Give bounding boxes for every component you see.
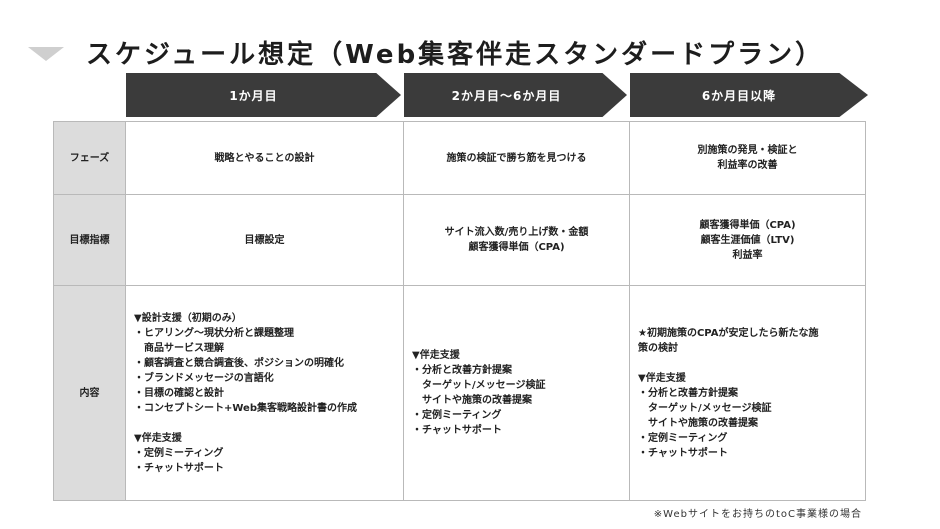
row-header-content: 内容: [53, 285, 126, 501]
table-row-content: 内容 ▼設計支援（初期のみ）・ヒアリング〜現状分析と課題整理 商品サービス理解・…: [53, 285, 866, 501]
cell-line: ターゲット/メッセージ検証: [638, 402, 772, 414]
cell-line: ・目標の確認と設計: [134, 387, 224, 399]
cell-line: サイト流入数/売り上げ数・金額: [444, 227, 589, 238]
cell-line: 顧客獲得単価（CPA): [699, 219, 796, 231]
phase-arrow-1: 1か月目: [126, 73, 401, 117]
triangle-down-icon: [28, 47, 64, 61]
cell-line: ・ブランドメッセージの言語化: [134, 372, 274, 384]
cell-line: 施策の検証で勝ち筋を見つける: [446, 152, 587, 164]
cell-phase-month2-6: 施策の検証で勝ち筋を見つける: [403, 121, 630, 195]
table-row-kpi: 目標指標 目標設定 サイト流入数/売り上げ数・金額顧客獲得単価（CPA) 顧客獲…: [53, 194, 866, 286]
line-gap: [134, 416, 395, 431]
cell-line: 策の検討: [638, 342, 678, 354]
cell-line: ・定例ミーティング: [412, 410, 502, 421]
cell-kpi-month2-6: サイト流入数/売り上げ数・金額顧客獲得単価（CPA): [403, 194, 630, 286]
cell-line: ・顧客調査と競合調査後、ポジションの明確化: [134, 357, 344, 369]
cell-line: 商品サービス理解: [134, 342, 224, 354]
table-row-phase: フェーズ 戦略とやることの設計 施策の検証で勝ち筋を見つける 別施策の発見・検証…: [53, 121, 866, 195]
cell-line: ▼伴走支援: [134, 432, 182, 444]
line-gap: [638, 356, 857, 371]
cell-content-month6plus: ★初期施策のCPAが安定したら新たな施策の検討 ▼伴走支援・分析と改善方針提案 タ…: [629, 285, 866, 501]
cell-line: ▼伴走支援: [638, 372, 686, 384]
cell-line: ▼伴走支援: [412, 350, 460, 361]
cell-line: 利益率の改善: [717, 160, 778, 171]
cell-kpi-month6plus: 顧客獲得単価（CPA) 顧客生涯価値（LTV) 利益率: [629, 194, 866, 286]
cell-line: 戦略とやることの設計: [214, 152, 315, 164]
cell-phase-month1: 戦略とやることの設計: [125, 121, 404, 195]
cell-content-month2-6: ▼伴走支援・分析と改善方針提案 ターゲット/メッセージ検証 サイトや施策の改善提…: [403, 285, 630, 501]
cell-line: ・分析と改善方針提案: [638, 387, 738, 399]
footnote: ※Webサイトをお持ちのtoC事業様の場合: [653, 509, 862, 520]
cell-line: ターゲット/メッセージ検証: [412, 380, 546, 391]
cell-line: サイトや施策の改善提案: [412, 395, 532, 406]
cell-line: 顧客獲得単価（CPA): [468, 242, 565, 253]
cell-content-month1: ▼設計支援（初期のみ） ・ヒアリング〜現状分析と課題整理 商品サービス理解・顧客調…: [125, 285, 404, 501]
cell-line: ・定例ミーティング: [134, 447, 224, 459]
cell-line: ・分析と改善方針提案: [412, 365, 512, 376]
page-title: スケジュール想定（Web集客伴走スタンダードプラン）: [86, 39, 825, 70]
cell-kpi-month1: 目標設定: [125, 194, 404, 286]
cell-line: 顧客生涯価値（LTV): [700, 234, 795, 246]
row-header-kpi: 目標指標: [53, 194, 126, 286]
cell-line: ・チャットサポート: [134, 462, 224, 474]
cell-phase-month6plus: 別施策の発見・検証と利益率の改善: [629, 121, 866, 195]
schedule-table: フェーズ 戦略とやることの設計 施策の検証で勝ち筋を見つける 別施策の発見・検証…: [53, 121, 866, 501]
cell-line: ・ヒアリング〜現状分析と課題整理: [134, 327, 294, 339]
title-row: スケジュール想定（Web集客伴走スタンダードプラン）: [28, 34, 824, 70]
cell-line: 利益率: [732, 249, 763, 261]
cell-line: ・チャットサポート: [638, 447, 728, 459]
cell-line: ★初期施策のCPAが安定したら新たな施: [638, 327, 819, 339]
phase-arrow-2: 2か月目〜6か月目: [404, 73, 627, 117]
cell-line: 目標設定: [244, 234, 285, 246]
row-header-phase: フェーズ: [53, 121, 126, 195]
cell-line: サイトや施策の改善提案: [638, 417, 758, 429]
cell-line: ▼設計支援（初期のみ）: [134, 312, 242, 324]
cell-line: 別施策の発見・検証と: [697, 145, 798, 156]
cell-line: ・コンセプトシート+Web集客戦略設計書の作成: [134, 402, 357, 414]
cell-line: ・定例ミーティング: [638, 432, 728, 444]
cell-line: ・チャットサポート: [412, 425, 502, 436]
phase-arrow-3: 6か月目以降: [630, 73, 868, 117]
